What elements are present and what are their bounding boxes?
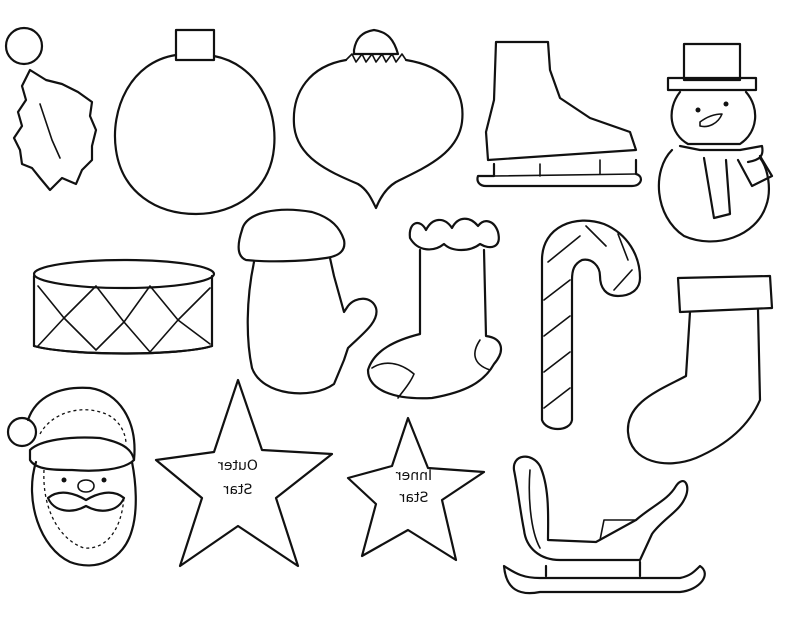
star-inner-shape: Inner Star	[346, 416, 486, 562]
ice-skate-shape	[476, 40, 642, 188]
outer-star-label-line2: Star	[223, 482, 252, 498]
santa-shape	[6, 386, 137, 567]
drum-shape	[32, 258, 216, 355]
holly-shape	[4, 26, 98, 192]
snowman-shape	[657, 42, 774, 243]
outer-star-label-line1: Outer	[218, 458, 258, 474]
stocking-small-shape	[366, 217, 503, 400]
candy-cane-shape	[540, 219, 642, 431]
star-outer-shape: Outer Star	[154, 378, 334, 568]
stocking-large-shape	[626, 274, 774, 465]
inner-star-label-line2: Star	[399, 490, 428, 506]
inner-star-label-line1: Inner	[396, 468, 432, 484]
round-ornament-shape	[113, 28, 276, 216]
mitten-shape	[237, 208, 378, 395]
sleigh-shape	[502, 455, 706, 595]
onion-ornament-shape	[292, 28, 464, 210]
